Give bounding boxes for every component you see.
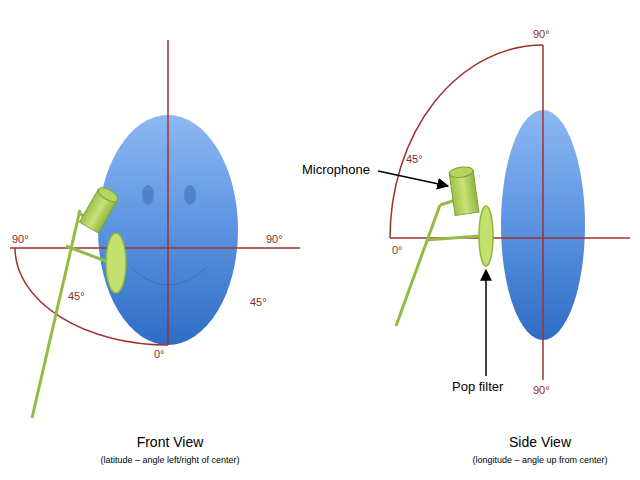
eye bbox=[184, 185, 196, 205]
axis-line bbox=[10, 247, 300, 249]
pop-filter bbox=[479, 206, 493, 266]
side-view bbox=[378, 45, 630, 380]
part-label: Microphone bbox=[302, 163, 370, 178]
leader-arrow bbox=[378, 171, 448, 186]
pop-filter bbox=[106, 233, 126, 293]
front-view bbox=[10, 40, 300, 418]
angle-label: 90° bbox=[533, 28, 550, 41]
view-title: Front View bbox=[137, 434, 204, 450]
angle-label: 90° bbox=[266, 233, 283, 246]
view-title: Side View bbox=[509, 434, 571, 450]
angle-label: 45° bbox=[68, 290, 85, 303]
angle-arc bbox=[390, 45, 543, 238]
angle-arc bbox=[15, 248, 168, 345]
mic-stand bbox=[32, 210, 108, 418]
microphone bbox=[449, 166, 479, 216]
leader-arrow bbox=[485, 270, 487, 376]
axis-line bbox=[167, 40, 169, 345]
angle-label: 45° bbox=[406, 153, 423, 166]
axis-line bbox=[542, 45, 544, 380]
eye bbox=[142, 185, 154, 205]
mic-stand bbox=[396, 200, 480, 326]
angle-label: 90° bbox=[12, 233, 29, 246]
view-subtitle: (longitude – angle up from center) bbox=[472, 455, 607, 465]
angle-label: 0° bbox=[154, 348, 165, 361]
angle-label: 0° bbox=[392, 244, 403, 257]
part-label: Pop filter bbox=[452, 380, 503, 395]
microphone bbox=[79, 185, 120, 233]
angle-label: 90° bbox=[533, 384, 550, 397]
angle-label: 45° bbox=[250, 296, 267, 309]
smile bbox=[132, 268, 206, 285]
view-subtitle: (latitude – angle left/right of center) bbox=[100, 455, 239, 465]
